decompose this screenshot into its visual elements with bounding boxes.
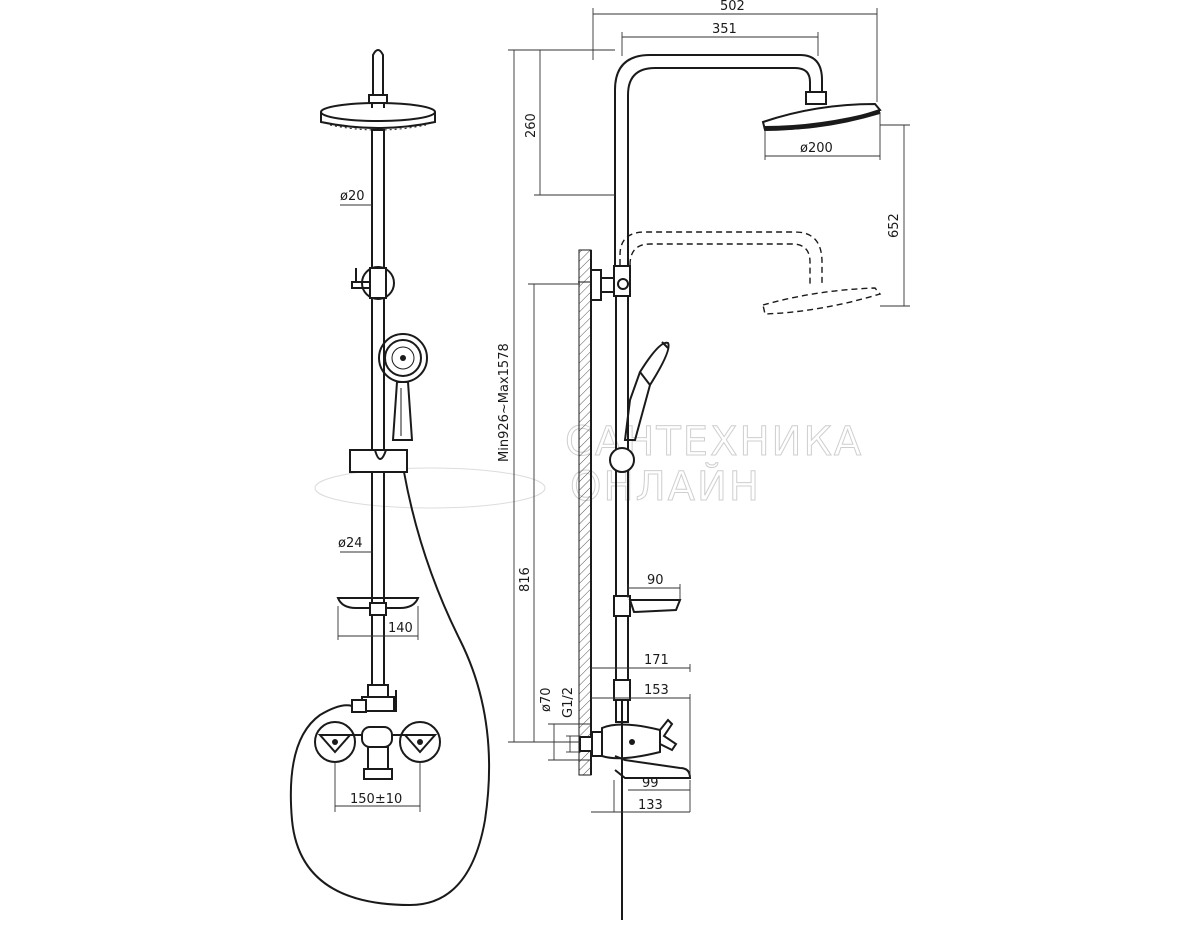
soap-dish-front [336,597,420,616]
top-arm-stub [372,49,384,95]
mixer-reach-1-label: 171 [644,653,669,668]
head-height-offset-label: 260 [524,113,539,138]
wall-section [578,249,592,776]
soap-dish-side [613,595,682,617]
head-diameter-label: ø200 [800,141,833,156]
total-height-label: Min926~Max1578 [497,343,512,462]
shower-hose [289,471,491,907]
side-view: 502 351 260 ø200 652 Min926~Ma [497,0,910,920]
wall-bracket-front [351,266,395,300]
mixer-front [314,684,441,780]
head-travel-label: 652 [887,213,902,238]
rod-diameter-top-label: ø20 [340,189,365,204]
bracket-height-label: 816 [518,567,533,592]
shower-arm-inner [627,67,811,270]
slider-holder-front [349,449,408,473]
dish-depth-label: 90 [647,573,664,588]
slider-holder-side [609,447,635,473]
shower-arm-outer [614,54,823,270]
rain-shower-head-side [761,91,882,132]
spout-depth-1-label: 99 [642,776,659,791]
side-dimensions: 502 351 260 ø200 652 Min926~Ma [497,0,910,813]
spout-depth-2-label: 133 [638,798,663,813]
rod-diameter-bottom-label: ø24 [338,536,363,551]
watermark-line2: ОНЛАЙН [570,462,761,510]
wall-bracket-side [578,265,631,301]
hand-shower-front [378,333,428,441]
thread-label: G1/2 [561,687,576,718]
rain-head-lowered-position [619,231,882,315]
hand-shower-side [623,341,670,441]
mixer-reach-2-label: 153 [644,683,669,698]
arm-reach-label: 351 [712,22,737,37]
front-dimensions: ø20 ø24 140 150±10 [334,189,421,812]
mixer-side [579,679,692,779]
front-view: ø20 ø24 140 150±10 [289,49,491,907]
mixer-spacing-label: 150±10 [350,792,402,807]
head-connector [368,94,388,104]
soap-dish-width-label: 140 [388,621,413,636]
flange-diameter-label: ø70 [539,688,554,713]
rain-shower-head-front [320,102,436,131]
overall-reach-label: 502 [720,0,745,14]
